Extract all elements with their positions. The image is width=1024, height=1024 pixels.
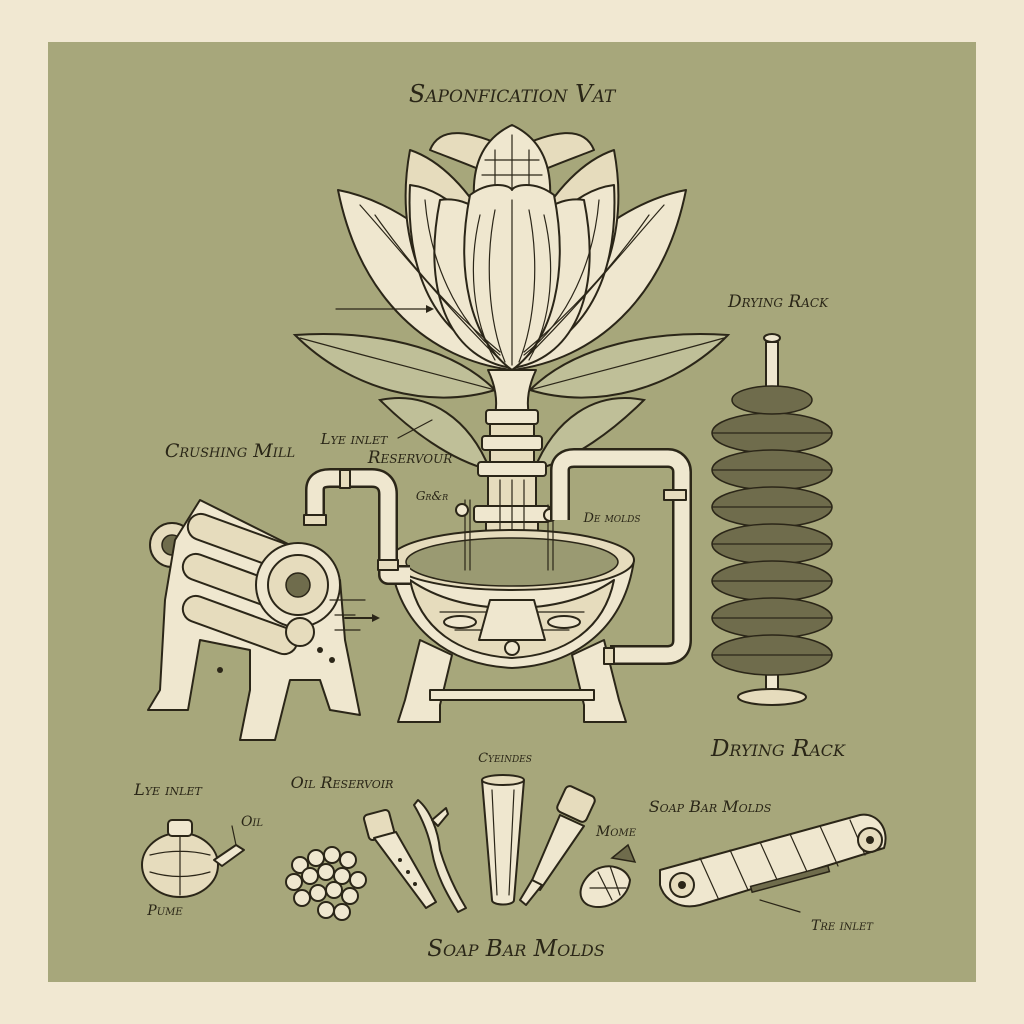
pipes-illustration xyxy=(303,448,692,665)
pume-label: Pume xyxy=(146,903,183,919)
cylinder-illustration xyxy=(481,774,525,906)
lye-inlet-lower-label: Lye inlet xyxy=(133,780,203,799)
tre-inlet-label: Tre inlet xyxy=(811,918,874,934)
mill-arrow-head xyxy=(372,614,380,622)
nozzle-illustration xyxy=(362,808,437,909)
oil-reservoir-label: Oil Reservoir xyxy=(291,773,394,792)
oil-beads-illustration xyxy=(285,846,367,921)
lotus-flower-illustration xyxy=(337,124,687,371)
oil-label: Oil xyxy=(241,814,263,830)
drying-rack-illustration xyxy=(711,333,833,706)
crushing-mill-illustration xyxy=(147,499,366,741)
leader-lines xyxy=(231,305,801,913)
conveyor-illustration xyxy=(659,813,887,908)
soap-bar-molds-small-label: Soap Bar Molds xyxy=(649,797,772,816)
crushing-mill-label: Crushing Mill xyxy=(165,440,295,462)
tube-illustration xyxy=(519,785,596,906)
drying-rack-bottom-label: Drying Rack xyxy=(710,736,846,762)
flower-mold-illustration xyxy=(579,843,637,908)
de-molds-label: De molds xyxy=(582,511,640,526)
cylinders-label: Cyeindes xyxy=(478,751,532,766)
saponification-vat-bowl xyxy=(389,499,635,723)
soap-bar-molds-big-label: Soap Bar Molds xyxy=(427,936,604,962)
title-label: Saponfication Vat xyxy=(409,80,617,108)
reservour-upper-label: Reservour xyxy=(367,448,453,468)
branch-illustration xyxy=(413,799,467,913)
pump-illustration xyxy=(141,819,245,898)
gear-label: Gr&r xyxy=(416,489,448,503)
lye-inlet-upper-label: Lye inlet xyxy=(320,430,389,448)
mome-label: Mome xyxy=(595,824,637,840)
drying-rack-top-label: Drying Rack xyxy=(727,292,829,312)
